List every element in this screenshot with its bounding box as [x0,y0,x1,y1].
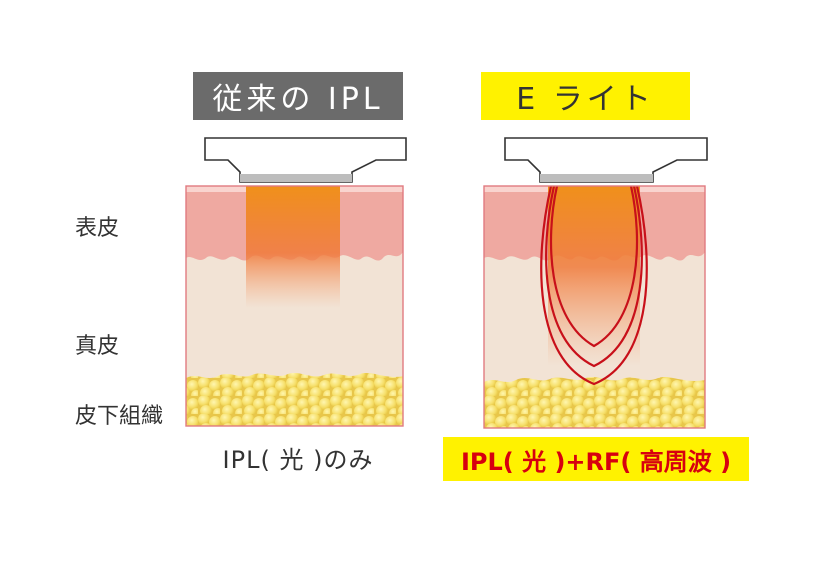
label-epidermis: 表皮 [75,216,120,241]
caption-ipl-rf: IPL( 光 )+RF( 高周波 ) [443,437,749,481]
title-e-light: E ライト [481,72,690,120]
right-device [504,137,708,183]
label-dermis: 真皮 [75,334,120,359]
title-conventional-ipl: 従来の IPL [193,72,403,120]
right-skin [483,185,706,429]
left-device [204,137,407,183]
rf-wave-lines [540,185,648,386]
left-skin [185,185,404,427]
caption-ipl-only: IPL( 光 )のみ [222,446,374,474]
label-subcutaneous: 皮下組織 [75,404,164,429]
